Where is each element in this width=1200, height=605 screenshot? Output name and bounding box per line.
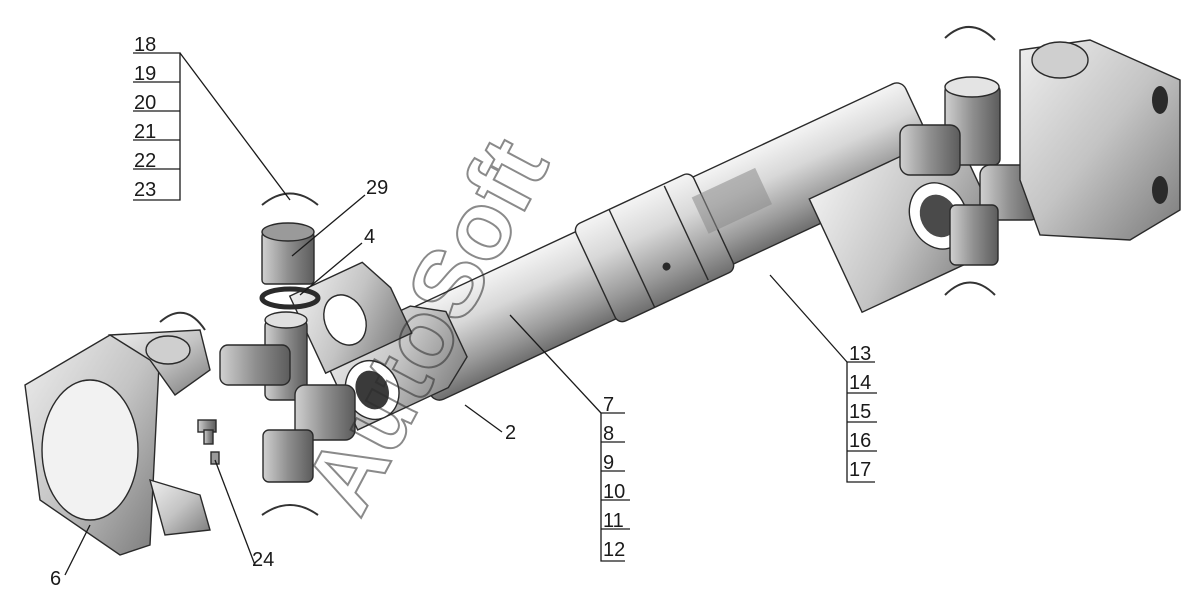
callout-17: 17 [849,459,871,481]
callout-23: 23 [134,179,156,201]
universal-joint-cross-left [219,311,356,483]
welded-yoke-left [288,261,413,375]
callout-29: 29 [366,177,388,199]
flange-yoke-right [1019,39,1181,241]
callout-18: 18 [134,34,156,56]
callout-7: 7 [603,394,614,416]
callout-19: 19 [134,63,156,85]
callout-11: 11 [603,510,624,532]
callouts-group-left: 18 19 20 21 22 23 [133,34,180,201]
callout-6: 6 [50,568,61,590]
callout-15: 15 [849,401,871,423]
propeller-shaft-tube [396,82,940,401]
callout-8: 8 [603,423,614,445]
leader-lines [64,52,875,576]
callout-21: 21 [134,121,156,143]
callout-16: 16 [849,430,871,452]
seal-ring-4 [259,286,321,310]
callouts-group-middle: 7 8 9 10 11 12 [601,394,630,561]
callout-14: 14 [849,372,871,394]
flange-yoke-left [24,329,211,556]
callout-9: 9 [603,452,614,474]
callout-10: 10 [603,481,625,503]
snap-ring-top-right [944,26,996,41]
callout-12: 12 [603,539,625,561]
snap-ring-bottom-left [261,504,319,516]
callout-4: 4 [364,226,375,248]
callouts-group-right: 13 14 15 16 17 [847,343,877,481]
callout-20: 20 [134,92,156,114]
snap-ring-top-left [261,192,319,206]
callout-2: 2 [505,422,516,444]
snap-ring-flange [159,311,206,331]
callout-24: 24 [252,549,274,571]
bearing-cap-29 [261,222,315,285]
grease-fitting-left [197,419,220,465]
callout-22: 22 [134,150,156,172]
callout-13: 13 [849,343,871,365]
snap-ring-bottom-right [944,281,996,296]
